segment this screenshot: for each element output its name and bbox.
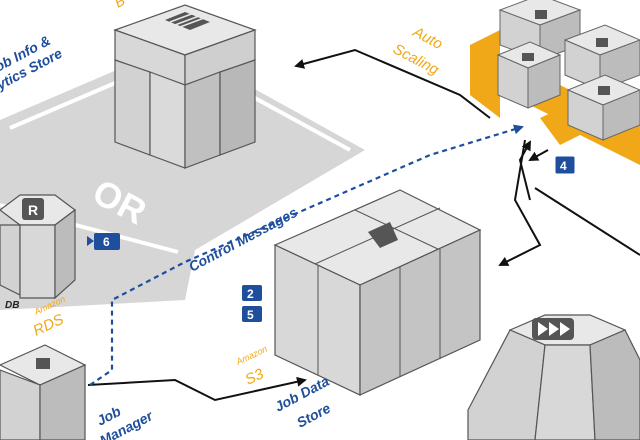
cluster-server-4 [566,74,640,141]
or-platform: OR [0,45,365,310]
line-to-queue [534,187,640,256]
arrow-to-job-info-store [294,48,491,119]
arrow-to-s3 [87,376,307,402]
server-icon [36,358,50,369]
auto-scaling-servers [496,0,640,141]
job-manager-server [0,344,87,440]
job-info-analytics-store-server [113,4,257,169]
rds-icon-letter: R [28,202,38,218]
server-icon [598,86,610,95]
badge-2: 2 [242,285,262,301]
server-icon [522,53,534,61]
arrow-s3-to-cluster [518,140,531,201]
svg-text:2: 2 [247,287,254,301]
s3-bucket-icon [368,222,398,248]
top-clipped-label: B [112,0,128,11]
svg-text:6: 6 [103,235,110,249]
cluster-server-2 [563,24,640,91]
queue-service-server [467,314,640,440]
arrow-cluster-to-s3 [498,139,542,266]
badge-5: 5 [242,306,262,322]
rds-icon [22,198,44,220]
cluster-server-3 [496,41,562,109]
badge-4: 4 [554,155,576,175]
arrow-queue-to-cluster [528,149,549,161]
amazon-rds-server: R [0,194,76,300]
amazon-s3-small-label: Amazon [234,344,269,367]
server-icon [596,38,608,47]
badge-6: 6 [87,233,120,250]
server-icon [535,10,547,19]
svg-text:4: 4 [560,159,567,173]
amazon-s3-label: S3 [243,365,267,388]
control-messages-path [89,124,524,386]
job-data-store-label-2: Store [294,400,333,431]
svg-text:5: 5 [247,308,254,322]
db-label: DB [5,300,19,311]
step-badges: 2 5 6 4 [87,155,576,322]
amazon-s3-job-data-store [273,189,482,396]
connector-arrows [87,48,640,402]
